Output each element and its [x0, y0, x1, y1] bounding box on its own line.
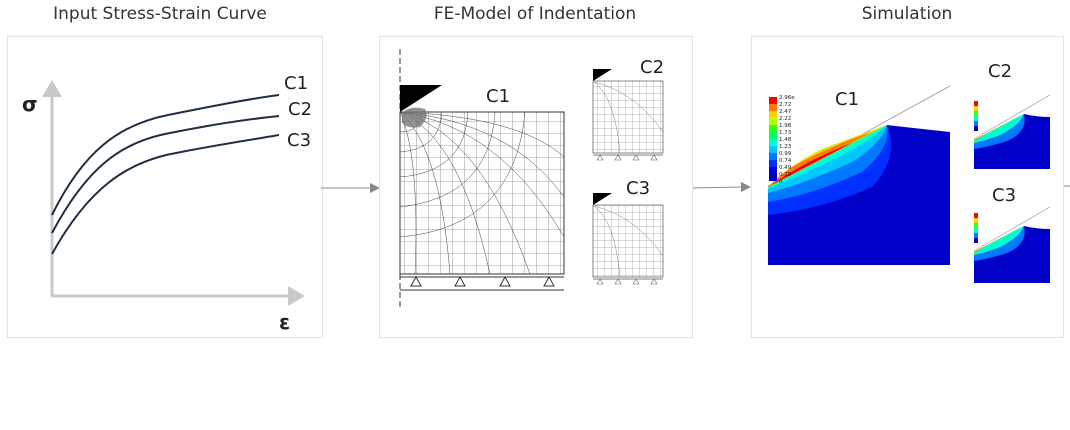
- fe-model-title: FE-Model of Indentation: [433, 4, 637, 24]
- fe-model-panel: C1 C2 C3: [379, 36, 693, 338]
- legend-value-9: 0.74: [779, 158, 792, 164]
- curve-label-c2: C2: [288, 99, 312, 120]
- sim-label-c2: C2: [988, 61, 1012, 82]
- legend-value-3: 2.22: [779, 116, 791, 122]
- indenter-c1: [400, 85, 442, 112]
- x-axis-symbol: ε: [279, 310, 290, 334]
- mesh-c1: [399, 49, 565, 309]
- legend-value-5: 1.73: [779, 130, 792, 136]
- connector-arrowhead-2: [741, 182, 751, 192]
- fe-label-c1: C1: [486, 86, 510, 107]
- y-axis-symbol: σ: [22, 92, 38, 116]
- legend-value-7: 1.23: [779, 144, 792, 150]
- indenter-c2: [593, 69, 612, 81]
- mesh-c3: [592, 193, 664, 285]
- contour-c3: [973, 206, 1051, 283]
- sim-label-c1: C1: [835, 89, 859, 110]
- stress-strain-panel: σ ε C1 C2 C3: [7, 36, 323, 338]
- fe-label-c2: C2: [640, 57, 664, 78]
- x-axis-arrowhead: [288, 286, 305, 306]
- simulation-figure: 2.96e 2.72 2.47 2.22 1.98 1.73 1.48 1.23…: [767, 61, 1051, 283]
- curve-label-c1: C1: [284, 73, 308, 94]
- stress-strain-plot: σ ε C1 C2 C3: [22, 73, 312, 334]
- legend-value-8: 0.99: [779, 151, 792, 157]
- contour-c2: [973, 94, 1051, 169]
- legend-value-12: 0: [779, 179, 783, 185]
- legend-value-2: 2.47: [779, 109, 792, 115]
- mesh-c2: [592, 69, 664, 161]
- curve-c3: [51, 134, 280, 255]
- legend-value-4: 1.98: [779, 123, 792, 129]
- curve-c1: [51, 94, 280, 216]
- legend-value-6: 1.48: [779, 137, 792, 143]
- fe-label-c3: C3: [626, 178, 650, 199]
- color-legend: 2.96e 2.72 2.47 2.22 1.98 1.73 1.48 1.23…: [769, 95, 795, 185]
- legend-c3: [974, 213, 978, 243]
- simulation-title: Simulation: [861, 4, 953, 24]
- y-axis-arrowhead: [42, 80, 62, 97]
- sim-label-c3: C3: [992, 185, 1016, 206]
- legend-value-11: 0.25: [779, 172, 792, 178]
- indenter-c3: [593, 193, 612, 205]
- input-curve-title: Input Stress-Strain Curve: [53, 4, 267, 24]
- legend-value-0: 2.96e: [779, 95, 795, 101]
- legend-value-1: 2.72: [779, 102, 791, 108]
- contour-c1: [767, 85, 951, 265]
- fe-model-figure: C1 C2 C3: [399, 49, 664, 309]
- legend-c2: [974, 101, 978, 131]
- curve-c2: [51, 115, 280, 234]
- legend-value-10: 0.49: [779, 165, 792, 171]
- curve-label-c3: C3: [287, 130, 311, 151]
- simulation-panel: 2.96e 2.72 2.47 2.22 1.98 1.73 1.48 1.23…: [751, 36, 1064, 338]
- connector-arrow-2: [690, 186, 742, 189]
